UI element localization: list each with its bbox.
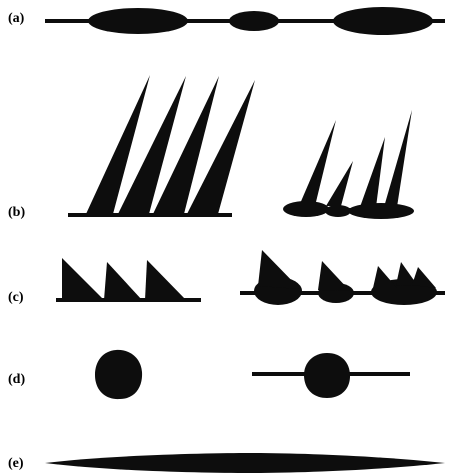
row-b-spike-6 xyxy=(326,161,353,206)
row-c-tooth-1 xyxy=(62,258,104,300)
row-c-tooth-8 xyxy=(412,267,436,288)
row-c-left-teeth xyxy=(56,258,201,302)
row-b-spike-7 xyxy=(360,137,385,207)
row-c-tooth-6 xyxy=(373,266,397,288)
row-c-right-beaded-teeth xyxy=(240,250,445,305)
row-b-left-spikes xyxy=(68,75,255,217)
row-b-right-fiber xyxy=(320,208,370,211)
row-e-long-spindle xyxy=(45,453,445,473)
row-a-bead-2 xyxy=(229,11,279,31)
row-b-spike-8 xyxy=(384,110,412,207)
row-a-bead-1 xyxy=(88,8,188,34)
row-b-spike-5 xyxy=(299,120,336,206)
row-a-beaded-fiber xyxy=(45,7,445,35)
row-c-tooth-3 xyxy=(145,260,186,300)
row-c-tooth-4 xyxy=(258,250,300,289)
row-c-tooth-5 xyxy=(318,261,350,291)
row-b-right-beaded-spikes xyxy=(283,110,414,219)
row-a-bead-3 xyxy=(333,7,433,35)
row-d-isolated-blob xyxy=(95,350,142,399)
row-d-blob xyxy=(304,353,350,398)
row-d-blob-on-fiber xyxy=(252,353,410,398)
row-c-tooth-2 xyxy=(104,262,142,300)
